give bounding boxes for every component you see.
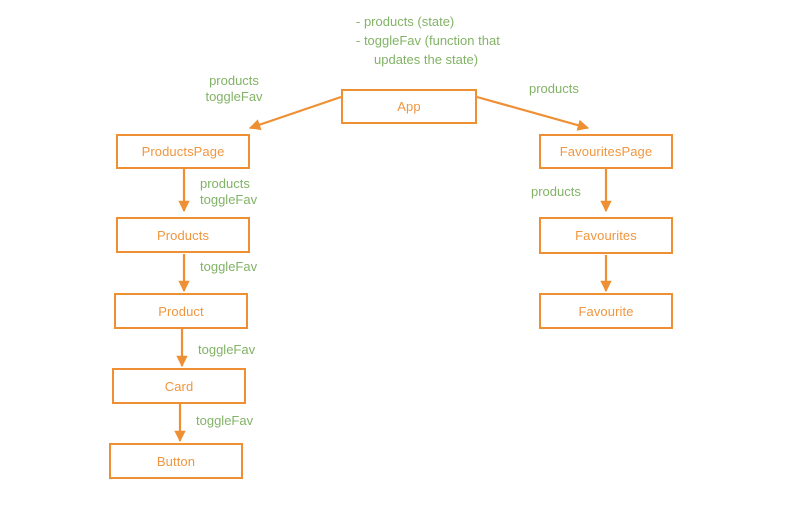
edge-label-app-to-products-page: products toggleFav [198, 73, 270, 105]
node-card-label: Card [164, 378, 194, 394]
edge-label-product-to-card: toggleFav [198, 342, 255, 358]
node-products-page-label: ProductsPage [141, 144, 225, 159]
edge-label-products-page-to-products-line1: products [200, 176, 250, 191]
edge-label-app-to-products-page-line1: products [209, 73, 259, 88]
edge-label-app-to-favourites-page-line1: products [529, 81, 579, 96]
legend-line-1: - products (state) [356, 14, 455, 29]
edge-label-app-to-products-page-line2: toggleFav [205, 89, 263, 104]
node-favourite-label: Favourite [578, 303, 634, 319]
node-favourites[interactable]: Favourites [539, 217, 673, 254]
node-button-label: Button [156, 453, 196, 469]
legend-block: - products (state) - toggleFav (function… [356, 12, 500, 69]
edge-label-products-to-product: toggleFav [200, 259, 257, 275]
node-card[interactable]: Card [112, 368, 246, 404]
edge-label-card-to-button-line1: toggleFav [196, 413, 254, 428]
node-button[interactable]: Button [109, 443, 243, 479]
node-products-page[interactable]: ProductsPage [116, 134, 250, 169]
edge-label-favourites-page-to-favourites-line1: products [531, 184, 581, 199]
node-products[interactable]: Products [116, 217, 250, 253]
edge-label-product-to-card-line1: toggleFav [198, 342, 256, 357]
node-app[interactable]: App [341, 89, 477, 124]
edge-label-card-to-button: toggleFav [196, 413, 253, 429]
node-app-label: App [397, 99, 421, 114]
edge-label-products-page-to-products: products toggleFav [200, 176, 257, 208]
node-favourites-page[interactable]: FavouritesPage [539, 134, 673, 169]
edge-label-products-to-product-line1: toggleFav [200, 259, 258, 274]
node-product-label: Product [158, 303, 204, 319]
edge-label-products-page-to-products-line2: toggleFav [200, 192, 258, 207]
node-products-label: Products [156, 227, 210, 243]
node-favourite[interactable]: Favourite [539, 293, 673, 329]
edge-label-favourites-page-to-favourites: products [531, 184, 581, 200]
node-favourites-page-label: FavouritesPage [559, 144, 653, 159]
legend-line-2: - toggleFav (function that [356, 33, 500, 48]
node-favourites-label: Favourites [575, 228, 637, 243]
legend-line-3: updates the state) [374, 52, 479, 67]
edge-label-app-to-favourites-page: products [529, 81, 579, 97]
edge-app-to-favourites-page [476, 95, 590, 131]
node-product[interactable]: Product [114, 293, 248, 329]
